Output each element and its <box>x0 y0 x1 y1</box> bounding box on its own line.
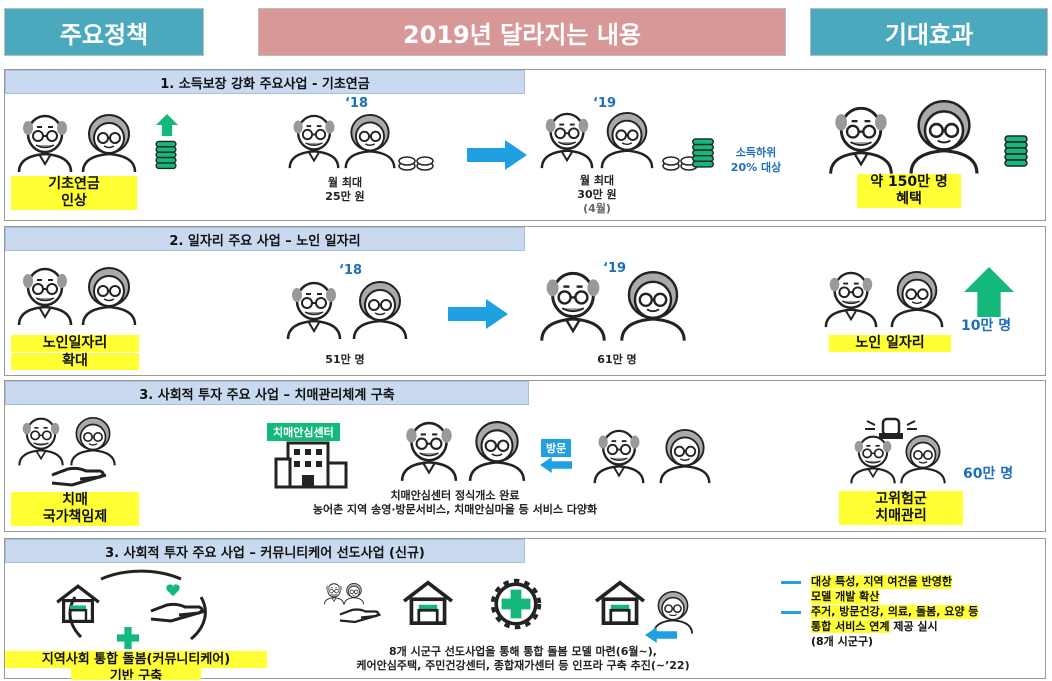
coins-icon <box>689 132 717 172</box>
policy-label-2: 기반 구축 <box>71 668 201 680</box>
policy-label-1: 지역사회 통합 돌봄(커뮤니티케어) <box>5 651 267 668</box>
bullet1-line2: 모델 개발 확산 <box>811 590 880 604</box>
y19-amount-1: 월 최대 <box>579 174 615 187</box>
elderly-man-icon <box>819 271 883 329</box>
elderly-man-icon <box>13 114 77 174</box>
coins-icon <box>397 152 437 172</box>
y18-amount-2: 25만 원 <box>325 190 365 203</box>
elderly-woman-icon <box>347 281 413 341</box>
up-arrow-icon <box>155 114 179 136</box>
elderly-woman-icon <box>597 112 657 170</box>
effect-label-1: 고위험군 <box>839 491 963 508</box>
community-desc-2: 케어안심주택, 주민건강센터, 종합재가센터 등 인프라 구축 추진(~’22) <box>356 659 690 672</box>
coins-icon <box>1001 130 1031 170</box>
effect-label-1: 약 150만 명 <box>857 174 961 191</box>
elderly-woman-icon <box>895 435 951 485</box>
section-senior-jobs: 2. 일자리 주요 사업 – 노인 일자리 노인일자리 확대 ‘18 51만 명… <box>4 226 1046 376</box>
elderly-man-icon <box>533 271 613 343</box>
year-2018: ‘18 <box>339 263 363 278</box>
caring-hand-icon <box>35 449 125 489</box>
section-dementia-care: 3. 사회적 투자 주요 사업 – 치매관리체계 구축 치매 국가책임제 치매안… <box>4 380 1046 532</box>
heart-icon <box>165 583 181 597</box>
year-2018: ‘18 <box>345 96 369 111</box>
effect-label-2: 혜택 <box>857 191 961 208</box>
bullet2-highlight: 통합 서비스 연계 <box>811 620 890 633</box>
policy-label-1: 치매 <box>11 492 139 509</box>
caregiver-icon <box>655 429 715 485</box>
target-label-1: 소득하위 <box>735 146 777 159</box>
target-label-2: 20% 대상 <box>730 161 782 174</box>
elderly-woman-icon <box>885 271 949 329</box>
elderly-woman-icon <box>341 114 399 170</box>
dementia-desc-2: 농어촌 지역 송영·방문서비스, 치매안심마을 등 서비스 다양화 <box>312 503 598 516</box>
plus-icon <box>117 627 139 649</box>
effect-label: 노인 일자리 <box>829 335 951 352</box>
elderly-woman-icon <box>613 271 693 343</box>
policy-label-2: 인상 <box>11 193 137 210</box>
effect-count: 60만 명 <box>963 466 1014 482</box>
elderly-man-icon <box>845 435 901 485</box>
community-desc-1: 8개 시군구 선도사업을 통해 통합 돌봄 모델 마련(6월~), <box>389 645 657 658</box>
section-title: 1. 소득보장 강화 주요사업 - 기초연금 <box>5 70 525 94</box>
section-basic-pension: 1. 소득보장 강화 주요사업 - 기초연금 기초연금 인상 ‘18 월 최대 … <box>4 69 1046 221</box>
elderly-woman-icon <box>461 421 533 483</box>
section-title: 3. 사회적 투자 주요 사업 – 치매관리체계 구축 <box>5 381 529 405</box>
bullet1-line1: 대상 특성, 지역 여건을 반영한 <box>811 575 952 589</box>
medical-cross-icon <box>489 577 543 631</box>
coins-icon <box>151 136 181 172</box>
arrow-right-icon <box>447 299 509 329</box>
y19-amount-3: (4월) <box>583 202 611 215</box>
y19-count: 61만 명 <box>597 353 637 366</box>
elderly-man-icon <box>821 106 901 176</box>
y18-amount-1: 월 최대 <box>327 176 363 189</box>
arrow-left-icon <box>645 627 677 643</box>
policy-label-1: 노인일자리 <box>11 335 139 352</box>
bullet2-suffix: 제공 실시 <box>889 620 938 633</box>
year-2019: ‘19 <box>603 261 627 276</box>
elderly-man-icon <box>13 267 77 327</box>
header-changes-label: 2019년 달라지는 내용 <box>402 20 642 49</box>
bullet-bar <box>781 611 801 614</box>
section-community-care: 3. 사회적 투자 주요 사업 – 커뮤니티케어 선도사업 (신규) 지역사회 … <box>4 538 1046 680</box>
header-changes: 2019년 달라지는 내용 <box>258 8 786 56</box>
policy-label-1: 기초연금 <box>11 176 137 193</box>
header-policy-label: 주요정책 <box>59 20 149 49</box>
elderly-woman-icon <box>77 114 141 174</box>
elderly-man-icon <box>285 114 343 170</box>
y19-amount-2: 30만 원 <box>577 188 617 201</box>
bullet-bar <box>781 581 801 584</box>
elderly-woman-icon <box>899 100 989 176</box>
elderly-man-icon <box>281 281 347 341</box>
header-effect: 기대효과 <box>810 8 1048 56</box>
y18-count: 51만 명 <box>325 353 365 366</box>
dementia-center-badge: 치매안심센터 <box>267 423 340 441</box>
building-icon <box>267 439 357 489</box>
dementia-desc-1: 치매안심센터 정식개소 완료 <box>390 489 520 502</box>
caring-hand-icon <box>331 595 391 625</box>
caregiver-icon <box>589 429 649 485</box>
house-icon <box>589 579 651 625</box>
bullet2-line3: (8개 시군구) <box>811 635 874 648</box>
bullet2-line2: 통합 서비스 연계 제공 실시 <box>811 620 938 634</box>
elderly-woman-icon <box>77 267 141 327</box>
effect-count: 10만 명 <box>961 318 1012 334</box>
year-2019: ‘19 <box>593 96 617 111</box>
arrow-left-icon <box>540 457 572 473</box>
up-arrow-icon <box>959 267 1019 317</box>
house-icon <box>397 579 459 625</box>
house-icon <box>53 583 103 623</box>
policy-label-2: 국가책임제 <box>11 509 139 526</box>
header-effect-label: 기대효과 <box>884 20 974 49</box>
elderly-man-icon <box>537 112 597 170</box>
section-title: 2. 일자리 주요 사업 – 노인 일자리 <box>5 227 525 251</box>
effect-label-2: 치매관리 <box>839 508 963 525</box>
header-policy: 주요정책 <box>4 8 204 56</box>
arrow-right-icon <box>467 140 527 170</box>
visit-badge: 방문 <box>541 439 572 457</box>
bullet2-line1: 주거, 방문건강, 의료, 돌봄, 요양 등 <box>811 605 979 619</box>
elderly-man-icon <box>393 421 465 483</box>
section-title: 3. 사회적 투자 주요 사업 – 커뮤니티케어 선도사업 (신규) <box>5 539 525 563</box>
policy-label-2: 확대 <box>11 353 139 370</box>
